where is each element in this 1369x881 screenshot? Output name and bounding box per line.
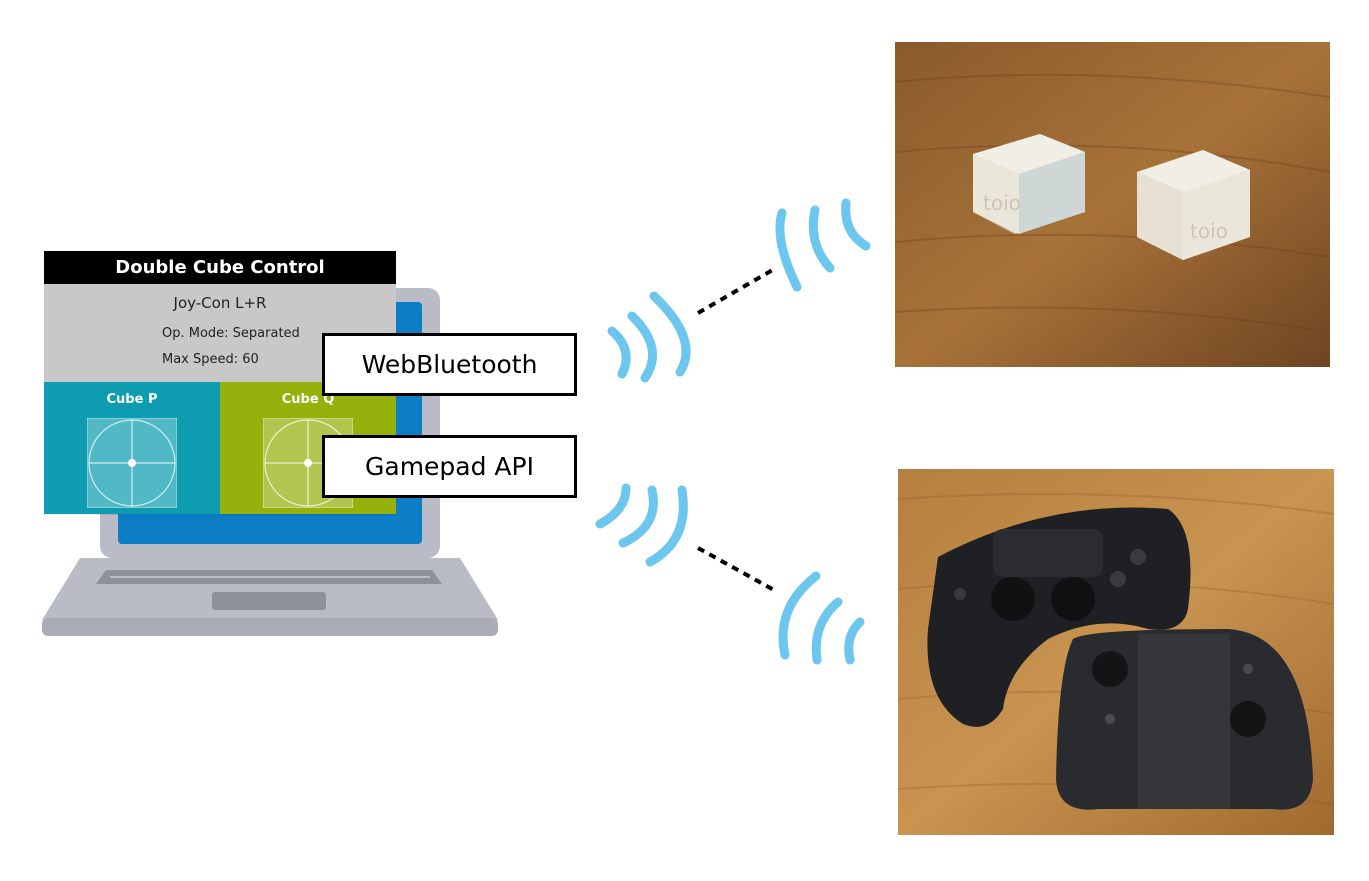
controller-name: Joy-Con L+R [173, 294, 267, 312]
wifi-waves-lower-right [778, 571, 865, 665]
cube-p-joystick-pad[interactable] [87, 418, 177, 508]
toio-cubes-photo: toio toio [895, 42, 1330, 367]
wifi-waves-upper-right [775, 198, 871, 292]
cube-p-panel: Cube P [44, 382, 220, 514]
app-title: Double Cube Control [44, 251, 396, 284]
toio-cube-left: toio [973, 134, 1085, 234]
op-mode-label: Op. Mode: Separated [162, 326, 300, 341]
switch-joycon-grip [1056, 629, 1313, 810]
cube-q-label: Cube Q [281, 392, 335, 407]
cube-left-logo: toio [983, 191, 1021, 215]
dotted-link-upper [697, 266, 777, 315]
ps4-controller [927, 507, 1191, 727]
cube-q-joystick-dot [304, 459, 312, 467]
cube-p-joystick-dot [128, 459, 136, 467]
gamepad-api-label: Gamepad API [322, 435, 577, 498]
cube-p-label: Cube P [106, 392, 158, 407]
wifi-waves-lower-left [595, 483, 688, 567]
toio-cube-right: toio [1137, 150, 1250, 260]
max-speed-label: Max Speed: 60 [162, 352, 259, 367]
game-controllers-photo [898, 469, 1334, 835]
cube-right-logo: toio [1190, 219, 1228, 243]
wifi-waves-upper-left [607, 291, 691, 383]
webbluetooth-label: WebBluetooth [322, 333, 577, 396]
dotted-link-lower [697, 546, 775, 592]
